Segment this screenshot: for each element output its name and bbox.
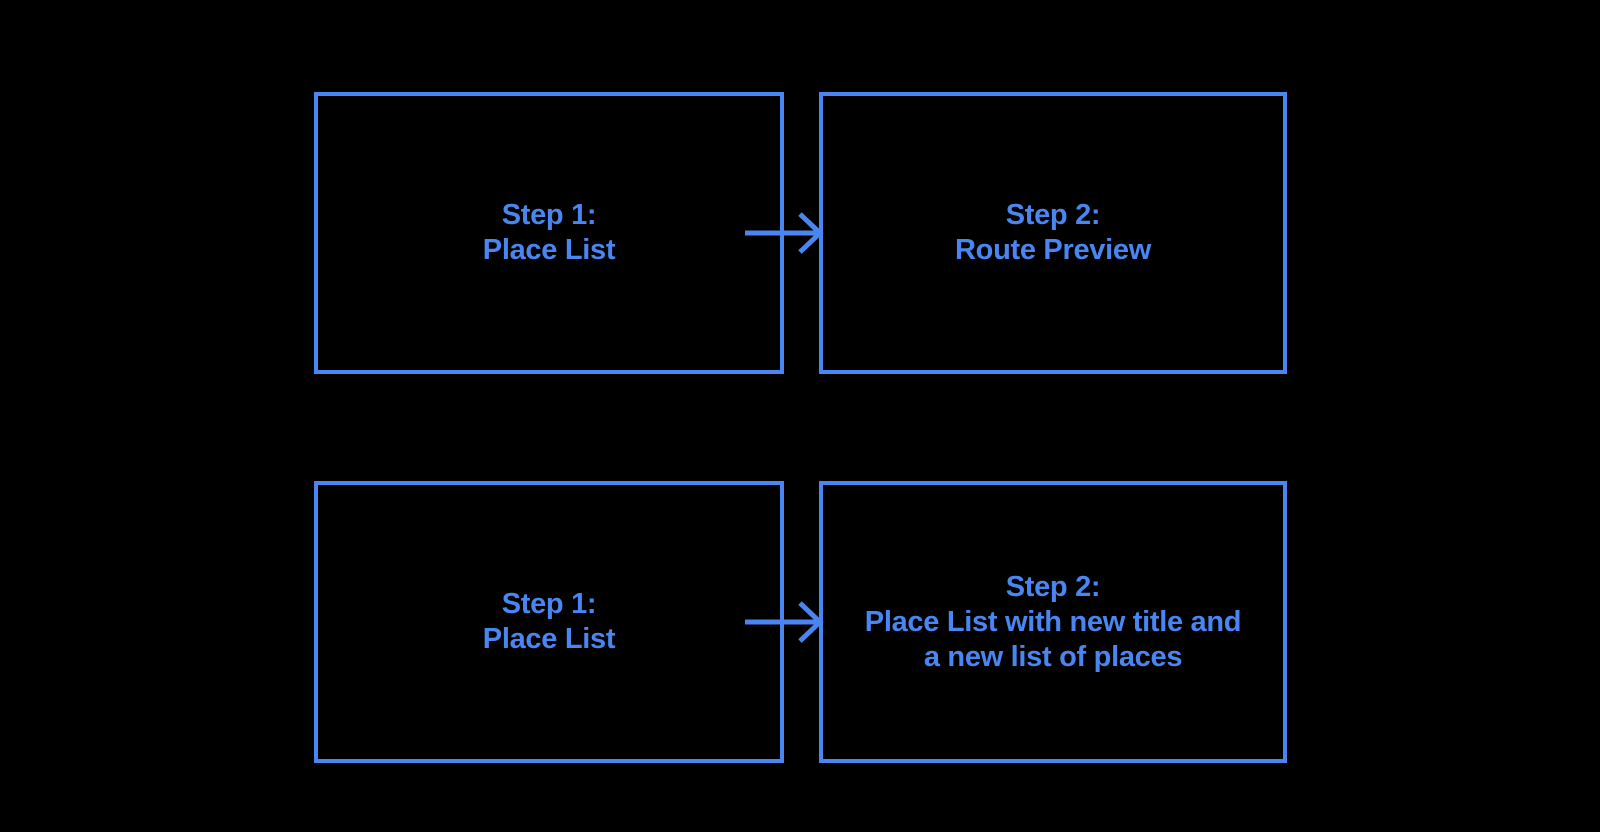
flow-arrow-icon — [745, 212, 824, 254]
node-row2-source: Step 1: Place List — [314, 481, 784, 763]
node-label: Step 1: Place List — [482, 198, 616, 268]
node-row1-target: Step 2: Route Preview — [819, 92, 1287, 374]
node-label-line: Step 1: — [501, 588, 597, 620]
node-label: Step 2: Route Preview — [955, 198, 1151, 268]
node-label: Step 2: Place List with new title and a … — [864, 570, 1242, 675]
node-label-line: Place List — [482, 623, 616, 655]
node-label: Step 1: Place List — [482, 587, 616, 657]
node-label-line: Route Preview — [955, 234, 1151, 266]
node-row2-target: Step 2: Place List with new title and a … — [819, 481, 1287, 763]
node-label-line: Step 2: — [1005, 570, 1101, 603]
node-label-line: Place List with new title and — [864, 605, 1242, 638]
node-label-line: Step 2: — [1005, 199, 1101, 231]
node-label-line: Place List — [482, 234, 616, 266]
node-label-line: a new list of places — [923, 640, 1183, 673]
node-label-line: Step 1: — [501, 199, 597, 231]
flow-arrow-icon — [745, 601, 824, 643]
node-row1-source: Step 1: Place List — [314, 92, 784, 374]
